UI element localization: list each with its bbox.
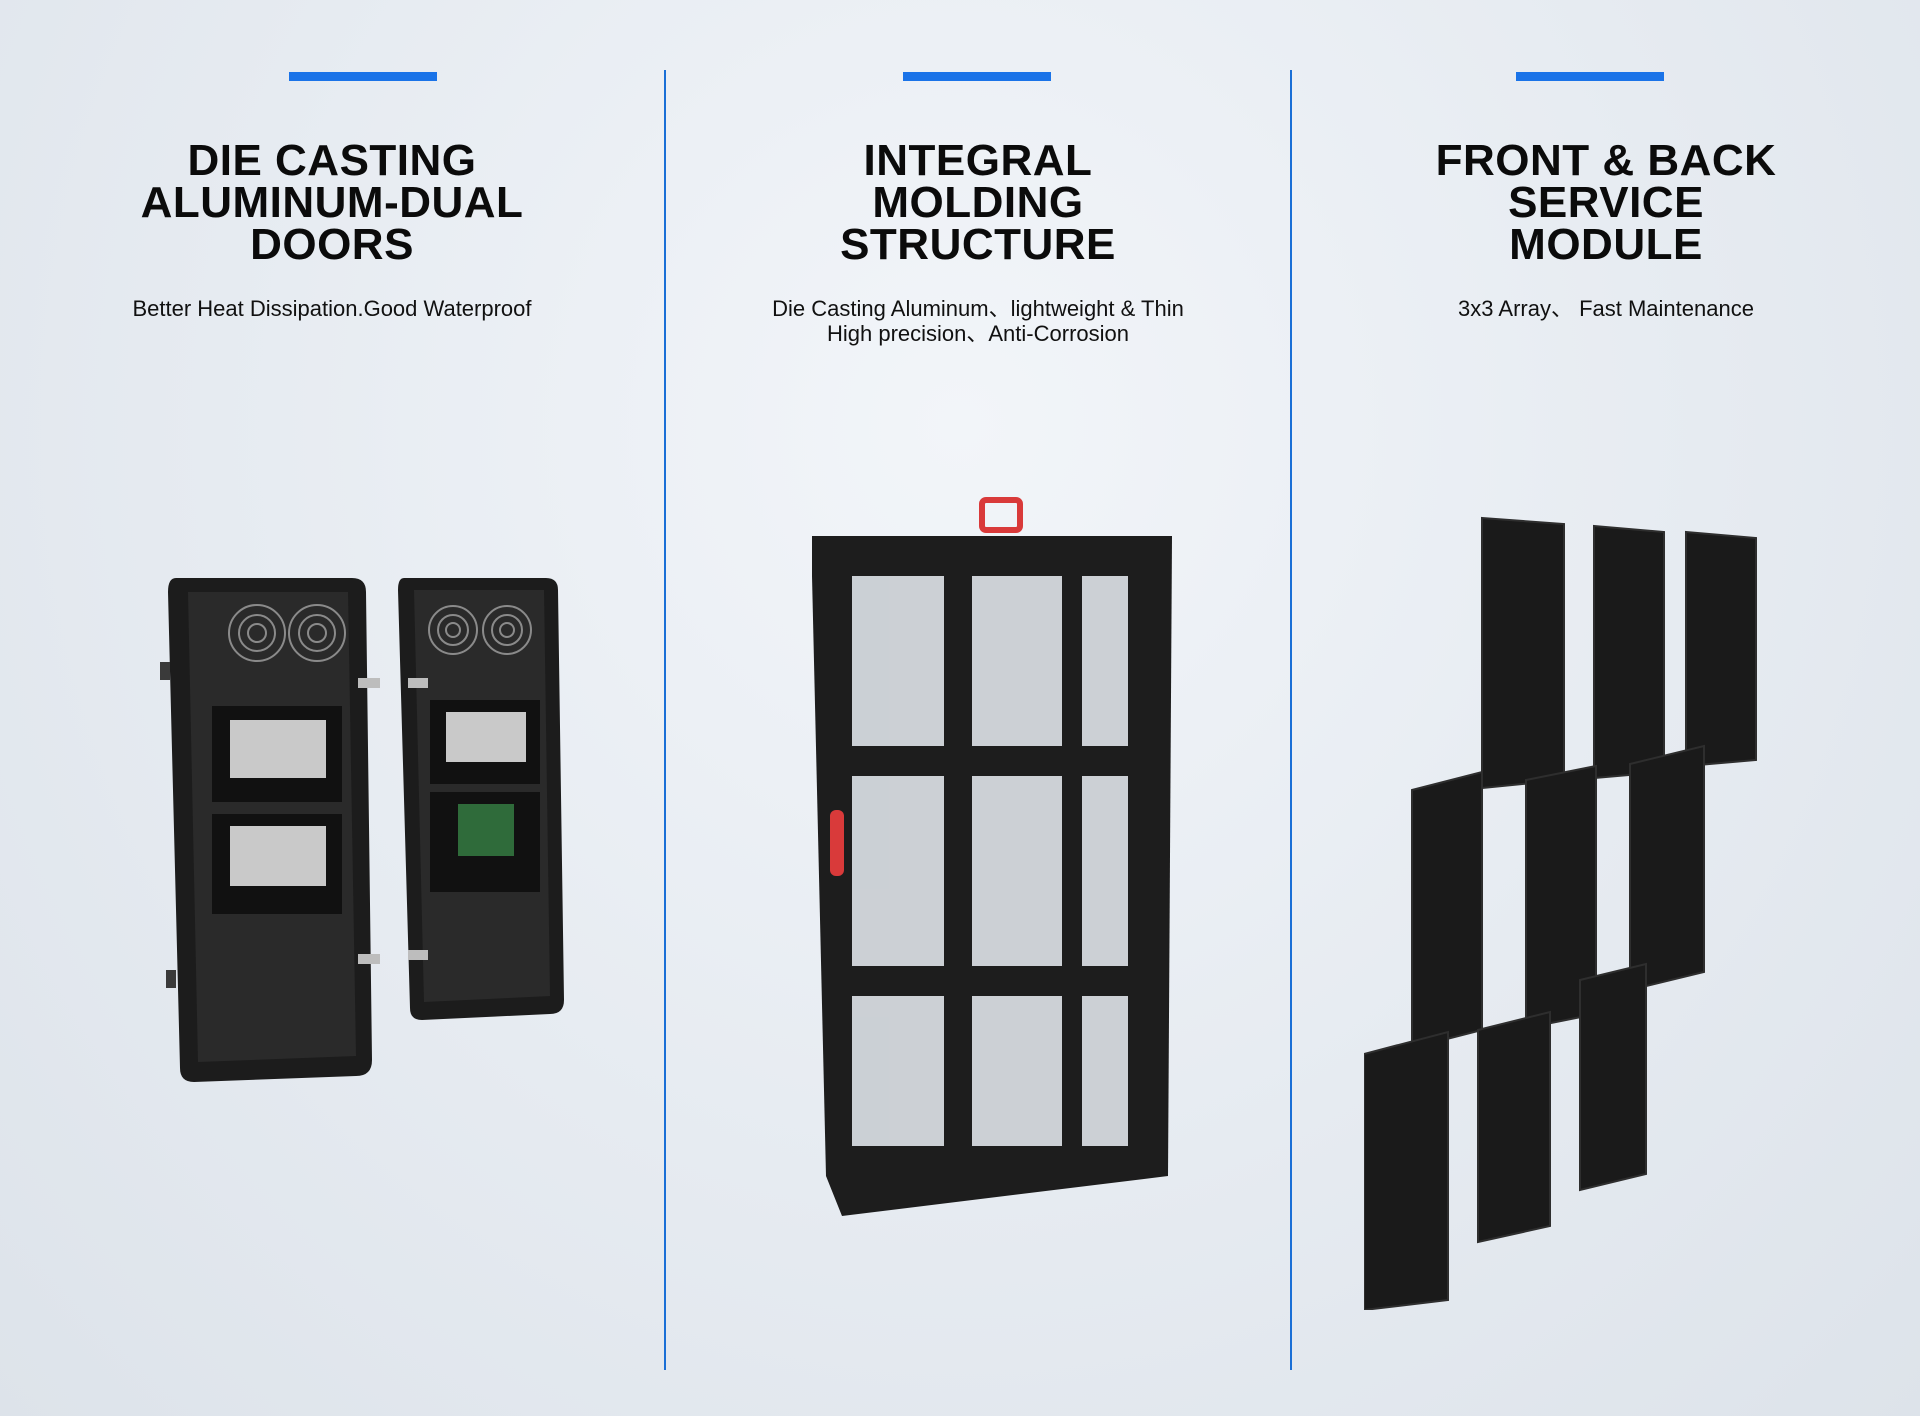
feature-description-line: Die Casting Aluminum、lightweight & Thin: [772, 296, 1184, 321]
feature-title: DIE CASTING ALUMINUM-DUAL DOORS: [140, 136, 524, 269]
feature-column-dual-doors: DIE CASTING ALUMINUM-DUAL DOORS Better H…: [0, 0, 664, 1416]
feature-description: Die Casting Aluminum、lightweight & Thin …: [666, 296, 1290, 346]
feature-description-line: 3x3 Array、 Fast Maintenance: [1458, 296, 1754, 321]
feature-description: Better Heat Dissipation.Good Waterproof: [0, 296, 664, 321]
feature-title: FRONT & BACK SERVICE MODULE: [1435, 136, 1777, 269]
feature-column-service-module: FRONT & BACK SERVICE MODULE 3x3 Array、 F…: [1292, 0, 1920, 1416]
accent-bar: [289, 72, 437, 81]
accent-bar: [903, 72, 1051, 81]
column-divider: [1290, 70, 1292, 1370]
dual-doors-image: [160, 578, 564, 1082]
feature-description: 3x3 Array、 Fast Maintenance: [1292, 296, 1920, 321]
feature-title: INTEGRAL MOLDING STRUCTURE: [840, 136, 1116, 269]
accent-bar: [1516, 72, 1664, 81]
feature-column-molding-structure: INTEGRAL MOLDING STRUCTURE Die Casting A…: [666, 0, 1290, 1416]
feature-description-line: Better Heat Dissipation.Good Waterproof: [132, 296, 532, 321]
feature-description-line: High precision、Anti-Corrosion: [826, 321, 1129, 346]
cabinet-frame-image: [812, 497, 1172, 1216]
column-divider: [664, 70, 666, 1370]
module-array-image: [1364, 516, 1757, 1310]
